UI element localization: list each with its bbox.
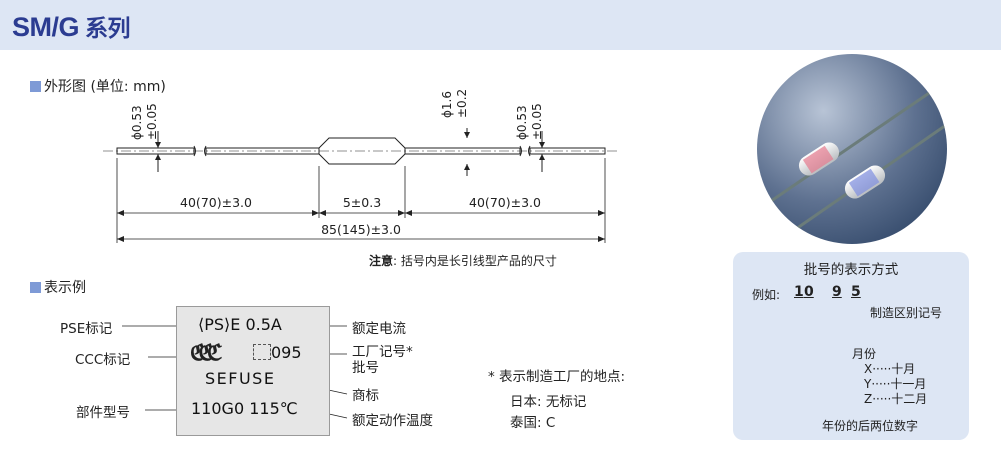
marking-lot: 095 (271, 343, 302, 362)
label-temp: 额定动作温度 (352, 413, 433, 429)
marking-part: 110G0 115℃ (191, 399, 298, 418)
lot-year-label: 年份的后两位数字 (822, 419, 919, 433)
body-dia-value: ϕ1.6 (440, 91, 454, 118)
marking-section-title: 表示例 (30, 277, 86, 297)
lot-digit-1: 1 (794, 284, 804, 300)
lot-month-z: Z·····十二月 (864, 392, 928, 406)
section-marker-icon (30, 81, 41, 92)
lot-digit-3: 9 (832, 284, 842, 300)
factory-note-thailand: 泰国: C (510, 415, 556, 431)
lead-dia-left-tol: ±0.05 (145, 103, 159, 140)
page-header (0, 0, 1001, 50)
label-rating: 额定电流 (352, 321, 406, 337)
label-ccc: CCC标记 (75, 352, 131, 368)
left-length-label: 40(70)±3.0 (180, 195, 252, 210)
total-length-label: 85(145)±3.0 (321, 222, 401, 237)
lot-month-y: Y·····十一月 (864, 377, 927, 391)
marking-line-pse: ⟨PS⟩E 0.5A (198, 315, 282, 334)
factory-note-title: * 表示制造工厂的地点: (488, 369, 626, 385)
lot-month-x: X·····十月 (864, 362, 916, 376)
outline-note: 注意: 括号内是长引线型产品的尺寸 (369, 254, 557, 268)
label-lot: 批号 (352, 360, 379, 376)
fuse-marking-box (176, 306, 330, 436)
label-brand: 商标 (352, 388, 379, 404)
lot-digit-4: 5 (851, 284, 861, 300)
lot-month-label: 月份 (852, 347, 877, 361)
factory-code-placeholder (253, 344, 271, 360)
lot-digit-2: 0 (804, 284, 814, 300)
outline-section-title: 外形图 (单位: mm) (30, 76, 166, 96)
lot-region-label: 制造区别记号 (870, 306, 943, 320)
lead-dia-left-value: ϕ0.53 (130, 105, 144, 140)
factory-note-japan: 日本: 无标记 (510, 394, 587, 410)
label-part: 部件型号 (76, 405, 130, 421)
right-length-label: 40(70)±3.0 (469, 195, 541, 210)
lot-example-label: 例如: (752, 288, 781, 302)
marking-brand: SEFUSE (205, 369, 276, 388)
lot-code-title: 批号的表示方式 (803, 262, 899, 278)
section-marker-icon (30, 282, 41, 293)
body-dia-tol: ±0.2 (455, 89, 469, 118)
product-photo (757, 54, 947, 244)
label-factory: 工厂记号* (352, 344, 413, 360)
label-pse: PSE标记 (60, 321, 113, 337)
ccc-mark-icon: ℭℭℭ (190, 340, 223, 366)
lead-dia-right-value: ϕ0.53 (515, 105, 529, 140)
lead-dia-right-tol: ±0.05 (530, 103, 544, 140)
body-length-label: 5±0.3 (343, 195, 381, 210)
lot-code-panel (733, 252, 969, 440)
